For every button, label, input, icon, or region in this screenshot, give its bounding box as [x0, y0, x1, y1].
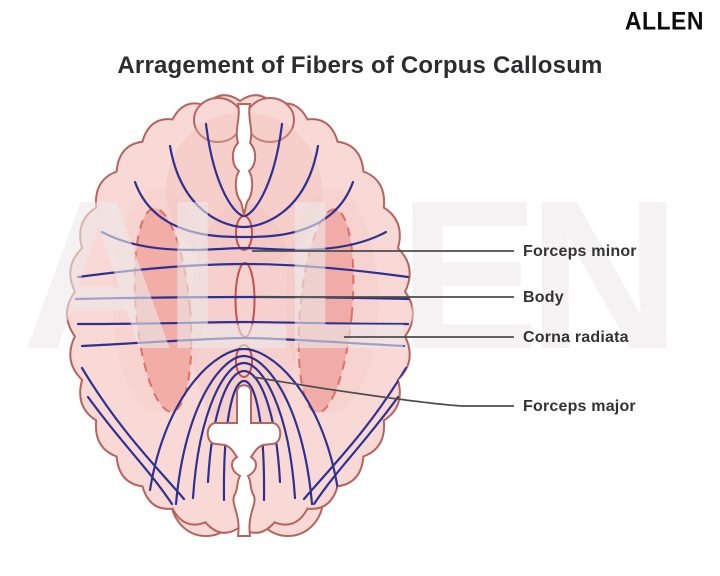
diagram-title: Arragement of Fibers of Corpus Callosum — [117, 52, 603, 79]
occipital-lobe-right — [252, 461, 324, 537]
label-body: Body — [523, 289, 564, 306]
allen-watermark: ALLEN — [22, 156, 681, 393]
occipital-lobe-left — [170, 461, 242, 537]
frontal-lobe-right — [245, 97, 295, 143]
label-forceps-minor: Forceps minor — [523, 243, 637, 260]
allen-logo: ALLEN — [624, 6, 704, 36]
label-corna-radiata: Corna radiata — [523, 329, 629, 346]
frontal-lobe-left — [193, 97, 243, 143]
label-forceps-major: Forceps major — [523, 398, 636, 415]
